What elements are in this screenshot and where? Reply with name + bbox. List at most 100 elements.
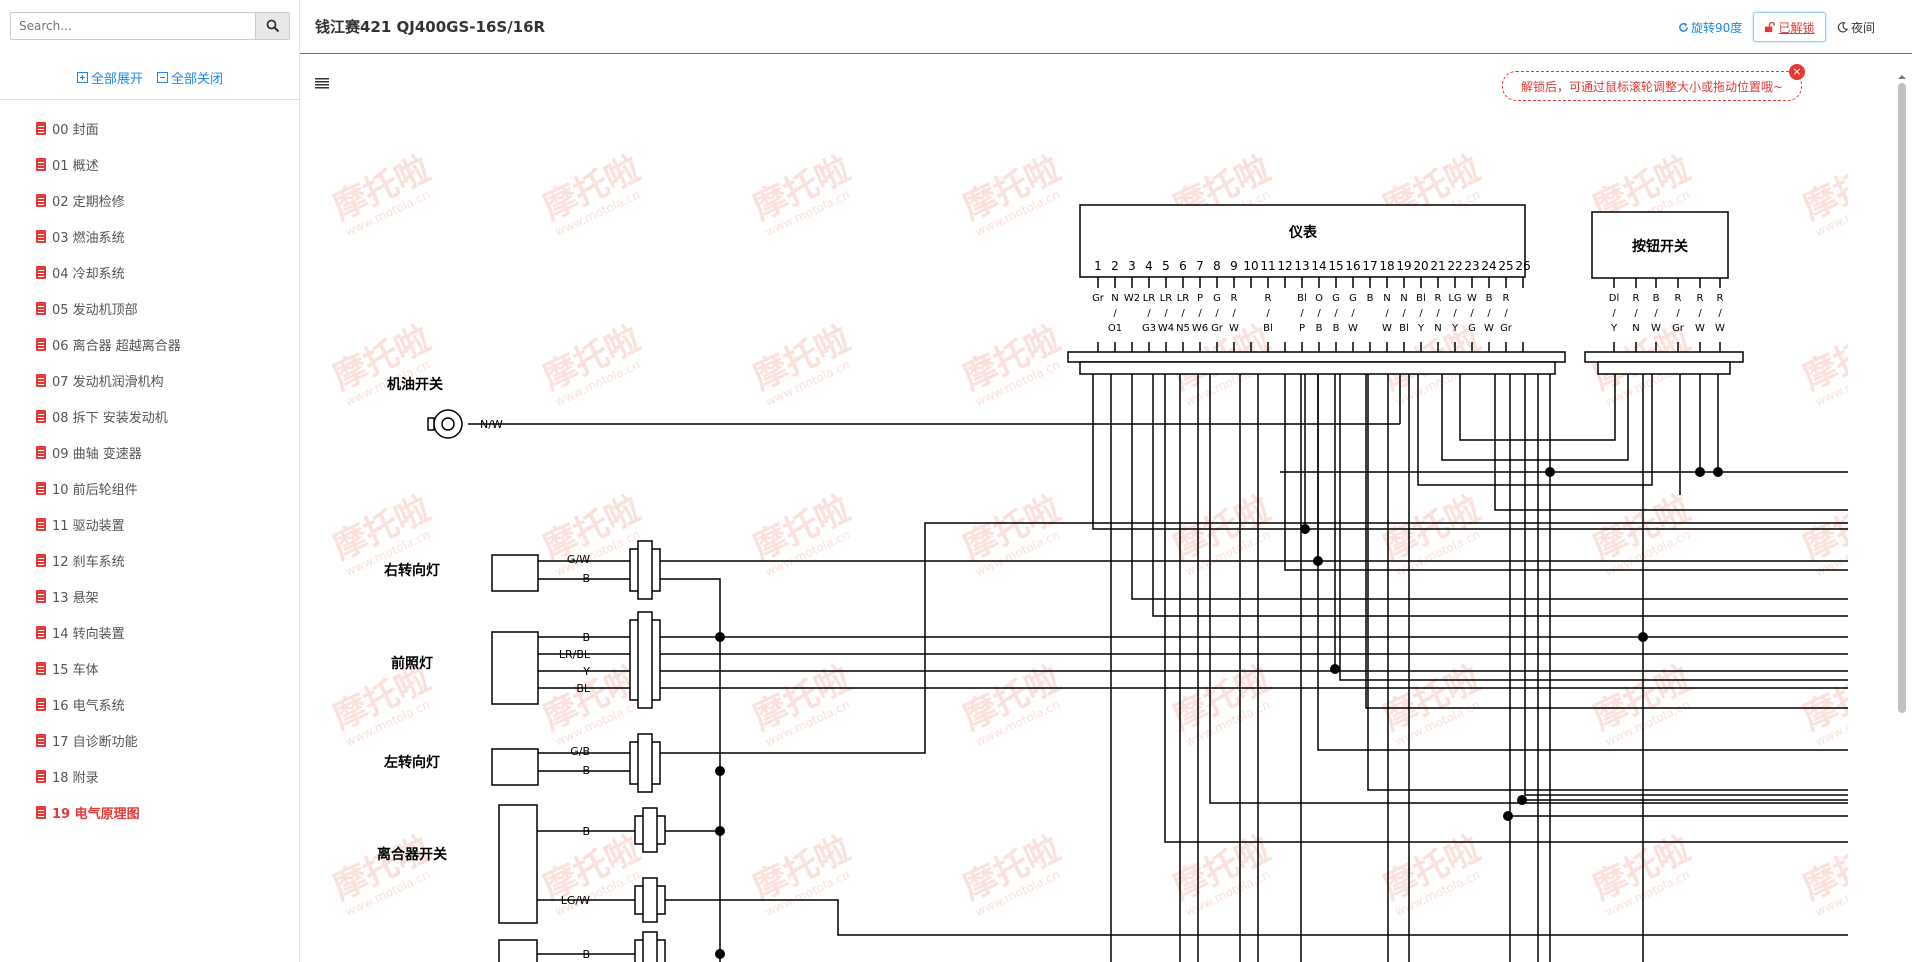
toc-item-label: 12 刹车系统 (52, 554, 125, 570)
wire-code: N (1383, 293, 1390, 304)
toc-item[interactable]: 08 拆下 安装发动机 (0, 398, 300, 434)
tooltip-text: 解锁后，可通过鼠标滚轮调整大小或拖动位置哦~ (1520, 79, 1784, 94)
toc-item[interactable]: 09 曲轴 变速器 (0, 434, 300, 470)
wire-code: / (1634, 308, 1638, 319)
toc-item[interactable]: 19 电气原理图 (0, 794, 300, 830)
toc-item[interactable]: 01 概述 (0, 146, 300, 182)
component-boxes (427, 204, 1744, 962)
toc-item[interactable]: 07 发动机润滑机构 (0, 362, 300, 398)
toc-item[interactable]: 03 燃油系统 (0, 218, 300, 254)
toc-item[interactable]: 16 电气系统 (0, 686, 300, 722)
toc-item-label: 11 驱动装置 (52, 518, 125, 534)
toc-item[interactable]: 18 附录 (0, 758, 300, 794)
bottom-connector-core (642, 931, 658, 962)
wire-code: R (1265, 293, 1272, 304)
junction-dots (715, 467, 1723, 959)
toc-item[interactable]: 06 离合器 超越离合器 (0, 326, 300, 362)
rotate-label: 旋转90度 (1691, 21, 1743, 35)
wire-code: R (1697, 293, 1704, 304)
toc-item-label: 15 车体 (52, 662, 99, 678)
toc-item-label: 03 燃油系统 (52, 230, 125, 246)
search-button[interactable] (255, 13, 289, 39)
night-mode-button[interactable]: 夜间 (1837, 19, 1875, 36)
rotate-button[interactable]: 旋转90度 (1678, 19, 1742, 36)
wire-code: / (1351, 308, 1355, 319)
wire-code: Y (582, 665, 590, 678)
scrollbar-thumb[interactable] (1898, 83, 1906, 713)
wire-code: B (582, 948, 590, 961)
wire-code: Gr (1092, 293, 1105, 304)
expand-all-button[interactable]: 全部展开 (76, 68, 143, 87)
pin-number: 19 (1396, 259, 1411, 273)
toc-item-label: 18 附录 (52, 770, 99, 786)
toc-item[interactable]: 14 转向装置 (0, 614, 300, 650)
pin-number: 12 (1277, 259, 1292, 273)
wire-code: R (1503, 293, 1510, 304)
clutch-connector-2-core (642, 877, 658, 923)
clutch-switch-label: 离合器开关 (377, 846, 447, 863)
wire (1367, 374, 1848, 791)
toc-item[interactable]: 17 自诊断功能 (0, 722, 300, 758)
toc-item[interactable]: 11 驱动装置 (0, 506, 300, 542)
wire-code: P (1299, 323, 1305, 334)
toc-item[interactable]: 15 车体 (0, 650, 300, 686)
wire-code: W (1348, 323, 1358, 334)
wire (1365, 374, 1848, 709)
toc-item[interactable]: 12 刹车系统 (0, 542, 300, 578)
wire-code: B (582, 572, 590, 585)
oil-switch-label: 机油开关 (387, 376, 443, 393)
wire-code: G/B (570, 745, 590, 758)
vertical-scrollbar[interactable] (1896, 73, 1908, 962)
toc-item[interactable]: 05 发动机顶部 (0, 290, 300, 326)
oil-switch-inner (441, 417, 455, 431)
wire-code: W2 (1124, 293, 1140, 304)
wire-code: R (1435, 293, 1442, 304)
lock-toggle-button[interactable]: 已解锁 (1753, 12, 1826, 42)
junction-dot (1517, 795, 1527, 805)
button-switch-box (1591, 211, 1729, 279)
toc-item[interactable]: 04 冷却系统 (0, 254, 300, 290)
left-turn-lamp (491, 748, 539, 786)
wire-code: / (1504, 308, 1508, 319)
document-icon (36, 697, 46, 711)
document-icon (36, 373, 46, 387)
wire (1092, 374, 1848, 530)
wire-code: / (1198, 308, 1202, 319)
document-icon (36, 193, 46, 207)
meter-box (1079, 204, 1526, 278)
search-input[interactable] (11, 13, 255, 39)
wire-code: BL (576, 682, 591, 695)
document-icon (36, 589, 46, 603)
junction-dot (1695, 467, 1705, 477)
junction-dot (1313, 556, 1323, 566)
document-icon (36, 733, 46, 747)
document-icon (36, 625, 46, 639)
tooltip-close-button[interactable]: × (1789, 64, 1805, 80)
pin-number: 3 (1128, 259, 1136, 273)
meter-connector-lower (1079, 361, 1556, 375)
wire-code: LR (1143, 293, 1156, 304)
toc-item[interactable]: 02 定期检修 (0, 182, 300, 218)
wire-code: W (1715, 323, 1725, 334)
wire-code: Bl (1416, 293, 1426, 304)
collapse-all-button[interactable]: 全部关闭 (157, 68, 223, 87)
pin-number: 4 (1145, 259, 1153, 273)
document-icon (36, 661, 46, 675)
wire-code: W (1484, 323, 1494, 334)
toc-item[interactable]: 00 封面 (0, 110, 300, 146)
bottom-component-box (498, 939, 538, 962)
wire-code: LR (1177, 293, 1190, 304)
toc-item[interactable]: 10 前后轮组件 (0, 470, 300, 506)
menu-icon[interactable] (315, 77, 329, 89)
left-turn-label: 左转向灯 (383, 754, 440, 771)
pin-number: 18 (1379, 259, 1394, 273)
toc-item[interactable]: 13 悬架 (0, 578, 300, 614)
scroll-up-arrow-icon[interactable] (1896, 73, 1908, 81)
wire-code: / (1232, 308, 1236, 319)
wire-code: / (1147, 308, 1151, 319)
